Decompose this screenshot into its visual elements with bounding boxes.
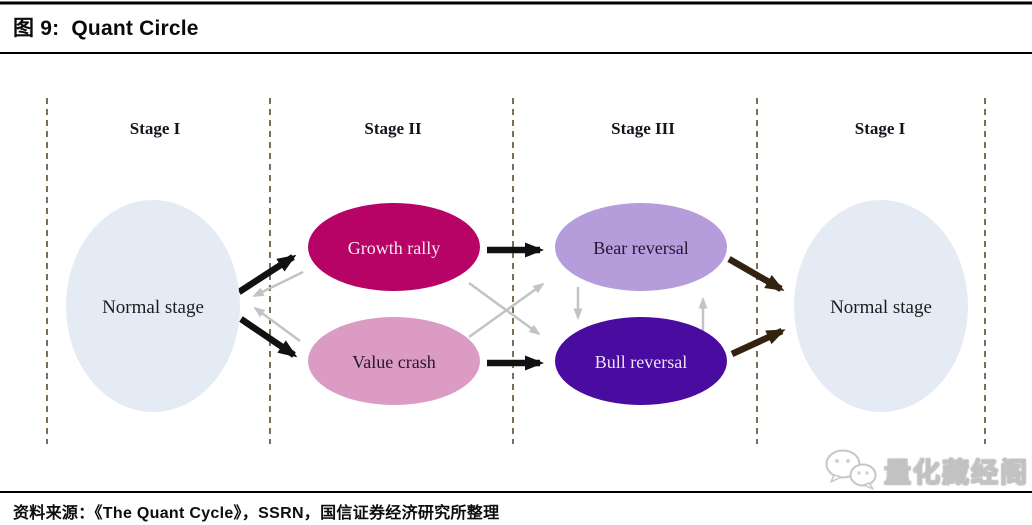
node-growth-rally bbox=[308, 203, 480, 291]
figure-title: 图 9: Quant Circle bbox=[13, 17, 199, 40]
stage-label-1: Stage I bbox=[130, 119, 181, 138]
arrow-normal-to-value bbox=[239, 316, 298, 358]
node-bear-reversal bbox=[555, 203, 727, 291]
node-label-bull-reversal: Bull reversal bbox=[595, 352, 687, 372]
stage-label-3: Stage III bbox=[611, 119, 675, 138]
source-note: 资料来源：《The Quant Cycle》，SSRN，国信证券经济研究所整理 bbox=[13, 505, 500, 522]
arrow-bear-to-normal bbox=[727, 256, 785, 292]
arrow-value-to-bear bbox=[468, 282, 545, 339]
watermark-label: 量化藏经阁 bbox=[883, 457, 1029, 488]
arrow-growth-to-bull bbox=[468, 281, 541, 336]
arrow-growth-to-normal bbox=[252, 270, 304, 298]
node-bull-reversal bbox=[555, 317, 727, 405]
stage-label-4: Stage I bbox=[855, 119, 906, 138]
arrow-value-to-normal bbox=[253, 306, 301, 343]
stage-label-2: Stage II bbox=[364, 119, 422, 138]
node-label-normal-right: Normal stage bbox=[830, 297, 932, 318]
arrow-normal-to-growth bbox=[237, 254, 297, 295]
node-value-crash bbox=[308, 317, 480, 405]
node-normal-stage-right bbox=[794, 200, 968, 412]
watermark: 量化藏经阁 bbox=[822, 447, 1029, 493]
node-normal-stage-left bbox=[66, 200, 240, 412]
node-label-normal-left: Normal stage bbox=[102, 297, 204, 318]
arrow-bull-to-normal bbox=[730, 328, 786, 357]
node-label-value-crash: Value crash bbox=[352, 352, 435, 372]
node-label-growth-rally: Growth rally bbox=[348, 238, 440, 258]
node-label-bear-reversal: Bear reversal bbox=[593, 238, 688, 258]
wechat-icon bbox=[825, 449, 877, 490]
